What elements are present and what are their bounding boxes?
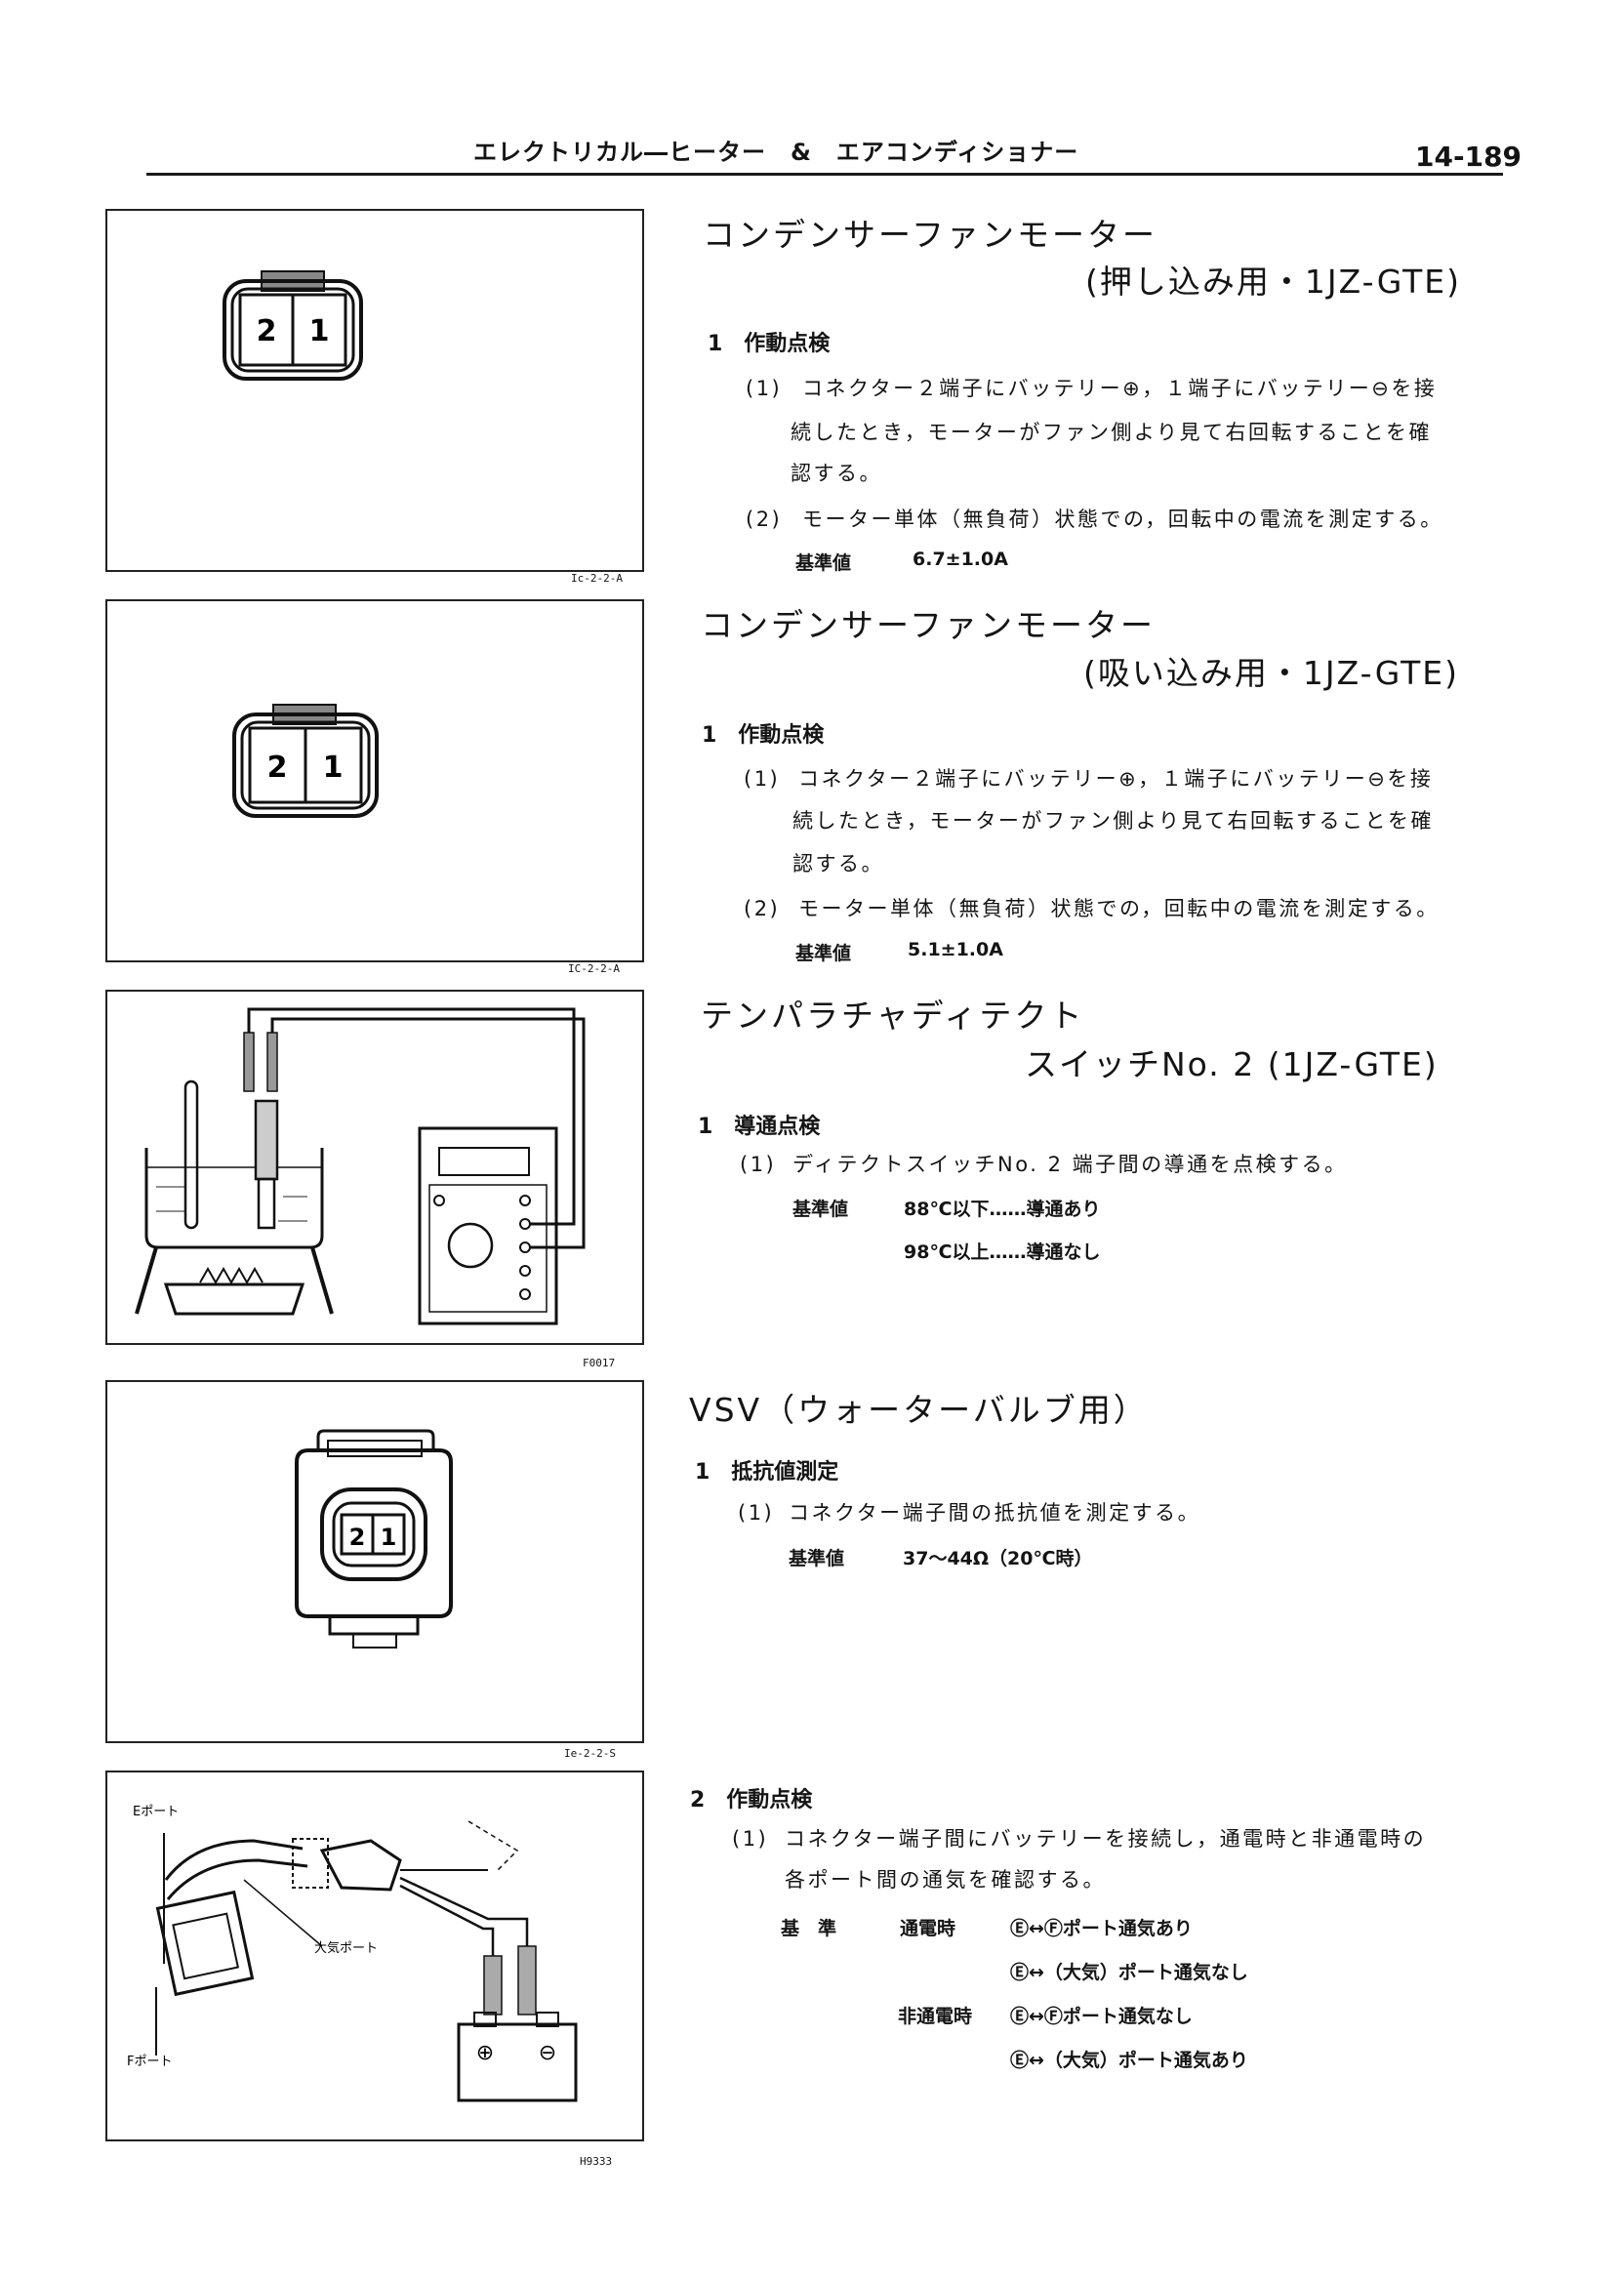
port-result-row: Ⓔ↔Ⓕポート通気なし bbox=[1010, 2006, 1193, 2027]
connector-diagram: 2 1 bbox=[295, 1429, 453, 1649]
section-title: コンデンサーファンモーター bbox=[703, 216, 1158, 254]
standard-label: 基準値 bbox=[792, 1199, 849, 1220]
figure-connector-push-fan: 2 1 bbox=[105, 209, 644, 572]
item-line: 続したとき，モーターがファン側より見て右回転することを確 bbox=[791, 421, 1432, 444]
figure-code: IC-2-2-A bbox=[568, 962, 620, 975]
port-result-row: Ⓔ↔（大気）ポート通気あり bbox=[1010, 2050, 1248, 2071]
figure-vsv-connector: 2 1 bbox=[105, 1380, 644, 1743]
item-number: (1) bbox=[738, 1501, 775, 1525]
section-subtitle: スイッチNo. 2 (1JZ-GTE) bbox=[1025, 1045, 1439, 1083]
energized-label: 通電時 bbox=[900, 1918, 956, 1939]
section-heading: 1 導通点検 bbox=[698, 1115, 821, 1139]
not-energized-label: 非通電時 bbox=[898, 2006, 973, 2027]
standard-label: 基準値 bbox=[795, 943, 852, 964]
e-port-label: Eポート bbox=[133, 1805, 179, 1819]
pin-2-label: 2 bbox=[349, 1524, 366, 1551]
connector-diagram: 2 1 bbox=[232, 704, 379, 818]
f-port-label: Fポート bbox=[127, 2055, 172, 2069]
page-number: 14-189 bbox=[1415, 141, 1522, 173]
section-title: コンデンサーファンモーター bbox=[701, 606, 1157, 644]
pin-2-label: 2 bbox=[267, 751, 288, 785]
item-number: (2) bbox=[746, 508, 783, 531]
item-number: (1) bbox=[732, 1827, 769, 1851]
item-line: コネクター２端子にバッテリー⊕，１端子にバッテリー⊖を接 bbox=[798, 767, 1434, 791]
section-heading: 1 作動点検 bbox=[708, 332, 831, 356]
header-divider bbox=[146, 173, 1503, 176]
item-number: (1) bbox=[744, 767, 781, 791]
section-title: テンパラチャディテクト bbox=[701, 997, 1085, 1035]
connector-diagram: 2 1 bbox=[223, 270, 363, 381]
section-subtitle: (押し込み用・1JZ-GTE) bbox=[1085, 263, 1462, 301]
standard-value: 37～44Ω（20℃時） bbox=[903, 1548, 1093, 1569]
item-number: (1) bbox=[746, 377, 783, 400]
battery-minus-icon: ⊖ bbox=[539, 2041, 556, 2065]
figure-code: F0017 bbox=[583, 1357, 616, 1369]
section-heading: 1 抵抗値測定 bbox=[695, 1460, 839, 1485]
item-line: コネクター２端子にバッテリー⊕，１端子にバッテリー⊖を接 bbox=[802, 377, 1438, 400]
item-line: 認する。 bbox=[791, 462, 882, 485]
item-number: (1) bbox=[740, 1153, 777, 1176]
section-heading: 2 作動点検 bbox=[690, 1788, 813, 1812]
item-line: 認する。 bbox=[792, 852, 884, 875]
item-number: (2) bbox=[744, 897, 781, 920]
figure-code: Ie-2-2-S bbox=[564, 1747, 616, 1760]
standard-label: 基準値 bbox=[789, 1548, 845, 1569]
air-port-label: 大気ポート bbox=[314, 1940, 378, 1956]
standard-line: 98℃以上……導通なし bbox=[904, 1242, 1101, 1263]
pin-1-label: 1 bbox=[323, 751, 344, 785]
vsv-port-test-diagram: ⊕ ⊖ Eポート Fポート 大気ポート bbox=[127, 1805, 578, 2102]
item-text: コネクター端子間の抵抗値を測定する。 bbox=[789, 1501, 1201, 1525]
item-line: 続したとき，モーターがファン側より見て右回転することを確 bbox=[792, 809, 1434, 833]
figure-connector-suction-fan: 2 1 bbox=[105, 599, 644, 962]
pin-2-label: 2 bbox=[257, 314, 277, 348]
pin-1-label: 1 bbox=[381, 1524, 397, 1551]
item-line: 各ポート間の通気を確認する。 bbox=[785, 1868, 1106, 1892]
standard-value: 5.1±1.0A bbox=[908, 939, 1003, 960]
standard-label: 基準値 bbox=[795, 552, 852, 574]
section-title: VSV（ウォーターバルブ用） bbox=[689, 1391, 1149, 1429]
figure-code: Ic-2-2-A bbox=[571, 572, 623, 585]
section-heading: 1 作動点検 bbox=[702, 723, 825, 748]
standard-label: 基 準 bbox=[781, 1918, 837, 1939]
standard-line: 88℃以下……導通あり bbox=[904, 1199, 1101, 1220]
item-line: コネクター端子間にバッテリーを接続し，通電時と非通電時の bbox=[785, 1827, 1427, 1851]
standard-value: 6.7±1.0A bbox=[913, 549, 1008, 570]
battery-plus-icon: ⊕ bbox=[476, 2041, 494, 2065]
figure-vsv-operation-test: ⊕ ⊖ Eポート Fポート 大気ポート bbox=[105, 1771, 644, 2141]
item-text: ディテクトスイッチNo. 2 端子間の導通を点検する。 bbox=[792, 1153, 1348, 1176]
continuity-test-diagram bbox=[135, 1007, 586, 1325]
item-text: モーター単体（無負荷）状態での，回転中の電流を測定する。 bbox=[798, 897, 1440, 920]
port-result-row: Ⓔ↔Ⓕポート通気あり bbox=[1010, 1918, 1193, 1939]
section-subtitle: (吸い込み用・1JZ-GTE) bbox=[1083, 654, 1460, 692]
pin-1-label: 1 bbox=[309, 314, 330, 348]
page-header-title: エレクトリカル―ヒーター & エアコンディショナー bbox=[473, 139, 1079, 166]
item-text: モーター単体（無負荷）状態での，回転中の電流を測定する。 bbox=[802, 508, 1443, 531]
port-result-row: Ⓔ↔（大気）ポート通気なし bbox=[1010, 1962, 1248, 1983]
figure-temperature-switch-test bbox=[105, 990, 644, 1345]
figure-code: H9333 bbox=[580, 2155, 613, 2168]
